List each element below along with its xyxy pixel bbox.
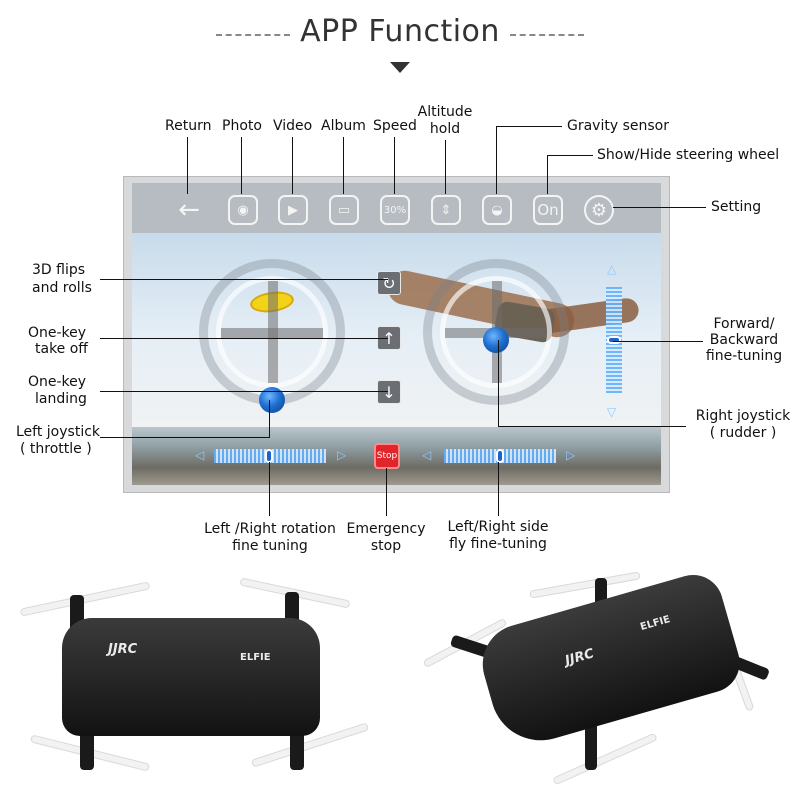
drone-body <box>473 567 747 753</box>
left-joystick-cross-h <box>221 328 323 338</box>
photo-icon[interactable]: ◉ <box>228 195 258 225</box>
flip-button[interactable]: ↻ <box>377 271 401 295</box>
rotation-trim-left-arrow-icon[interactable]: ◁ <box>195 448 205 462</box>
return-leader-line <box>187 137 188 194</box>
speed-icon[interactable]: 30% <box>380 195 410 225</box>
drone-model-text: ELFIE <box>240 652 271 663</box>
title-left-dashes <box>216 34 290 36</box>
side-label-line1: Left/Right side <box>447 519 549 535</box>
right-joystick-leader-h <box>498 426 686 427</box>
takeoff-label-line2: take off <box>35 341 88 357</box>
takeoff-leader-line <box>100 338 388 339</box>
altitude-label-line1: Altitude <box>417 104 473 120</box>
steering-leader-h <box>547 155 593 156</box>
video-leader-line <box>292 137 293 194</box>
side-label-line2: fly fine-tuning <box>449 536 547 552</box>
takeoff-label-line1: One-key <box>28 325 87 341</box>
rotation-label-line2: fine tuning <box>232 538 308 554</box>
propeller <box>20 582 150 616</box>
side-trim-right-arrow-icon[interactable]: ▷ <box>566 448 576 462</box>
album-leader-line <box>343 137 344 194</box>
side-trim-knob[interactable] <box>496 449 504 463</box>
left-joystick-leader-v <box>269 400 270 437</box>
right-joystick-knob[interactable] <box>483 327 509 353</box>
side-leader-line <box>498 462 499 516</box>
altitude-leader-line <box>445 140 446 194</box>
left-joystick-leader-h <box>100 437 270 438</box>
right-joystick-leader-v <box>498 340 499 426</box>
setting-icon[interactable]: ⚙ <box>584 195 614 225</box>
app-screen: ← ◉ ▶ ▭ 30% ⇕ ◒ On ⚙ ↻ ↑ ↓ △ ▽ ◁ ▷ Stop … <box>123 176 670 493</box>
landing-button[interactable]: ↓ <box>377 380 401 404</box>
drone-photo-left: JJRC ELFIE <box>0 560 380 800</box>
gravity-leader-h <box>496 126 562 127</box>
landing-label-line2: landing <box>35 391 87 407</box>
flips-label-line2: and rolls <box>32 280 92 296</box>
gravity-sensor-label: Gravity sensor <box>567 118 669 134</box>
altitude-label-line2: hold <box>429 121 461 137</box>
title-caret-icon <box>390 62 410 73</box>
album-label: Album <box>321 118 366 134</box>
speed-leader-line <box>394 137 395 194</box>
side-trim-left-arrow-icon[interactable]: ◁ <box>422 448 432 462</box>
trim-down-arrow-icon[interactable]: ▽ <box>607 405 617 419</box>
trim-up-arrow-icon[interactable]: △ <box>607 262 617 276</box>
gravity-leader-v <box>496 126 497 194</box>
setting-leader-line <box>613 207 706 208</box>
photo-leader-line <box>241 137 242 194</box>
steering-leader-v <box>547 155 548 194</box>
right-joystick-label-line2: ( rudder ) <box>709 425 777 441</box>
video-label: Video <box>273 118 313 134</box>
return-label: Return <box>165 118 212 134</box>
right-joystick-ring <box>440 276 552 388</box>
right-joystick-label-line1: Right joystick <box>695 408 791 424</box>
setting-label: Setting <box>711 199 762 215</box>
right-joystick-ring-outer <box>423 259 569 405</box>
page-title: APP Function <box>300 14 500 49</box>
drone-body <box>62 618 320 736</box>
drone-photo-right: JJRC ELFIE <box>410 560 800 800</box>
title-right-dashes <box>510 34 584 36</box>
photo-label: Photo <box>222 118 262 134</box>
fb-label-line3: fine-tuning <box>705 348 783 364</box>
video-icon[interactable]: ▶ <box>278 195 308 225</box>
drone-logo: JJRC <box>108 642 138 657</box>
landing-leader-line <box>100 391 388 392</box>
left-joystick-label-line1: Left joystick <box>16 424 101 440</box>
rotation-trim-right-arrow-icon[interactable]: ▷ <box>337 448 347 462</box>
left-joystick-ring <box>216 276 328 388</box>
flips-leader-line <box>100 279 388 280</box>
emergency-stop-button[interactable]: Stop <box>374 443 400 469</box>
landing-label-line1: One-key <box>28 374 87 390</box>
speed-label: Speed <box>373 118 417 134</box>
return-icon[interactable]: ← <box>178 195 200 225</box>
steering-label: Show/Hide steering wheel <box>597 147 780 163</box>
emergency-label-line1: Emergency <box>346 521 426 537</box>
fb-label-line2: Backward <box>709 332 779 348</box>
altitude-hold-icon[interactable]: ⇕ <box>431 195 461 225</box>
rotation-leader-line <box>269 462 270 516</box>
fb-label-line1: Forward/ <box>713 316 775 332</box>
forward-backward-trim-knob[interactable] <box>607 336 621 344</box>
fb-leader-line <box>613 341 703 342</box>
rotation-label-line1: Left /Right rotation <box>204 521 336 537</box>
gravity-sensor-icon[interactable]: ◒ <box>482 195 512 225</box>
rotation-trim-knob[interactable] <box>265 449 273 463</box>
album-icon[interactable]: ▭ <box>329 195 359 225</box>
propeller <box>553 733 657 785</box>
steering-toggle-icon[interactable]: On <box>533 195 563 225</box>
flips-label-line1: 3D flips <box>32 262 86 278</box>
left-joystick-label-line2: ( throttle ) <box>20 441 92 457</box>
emergency-label-line2: stop <box>370 538 402 554</box>
emergency-leader-line <box>386 468 387 516</box>
